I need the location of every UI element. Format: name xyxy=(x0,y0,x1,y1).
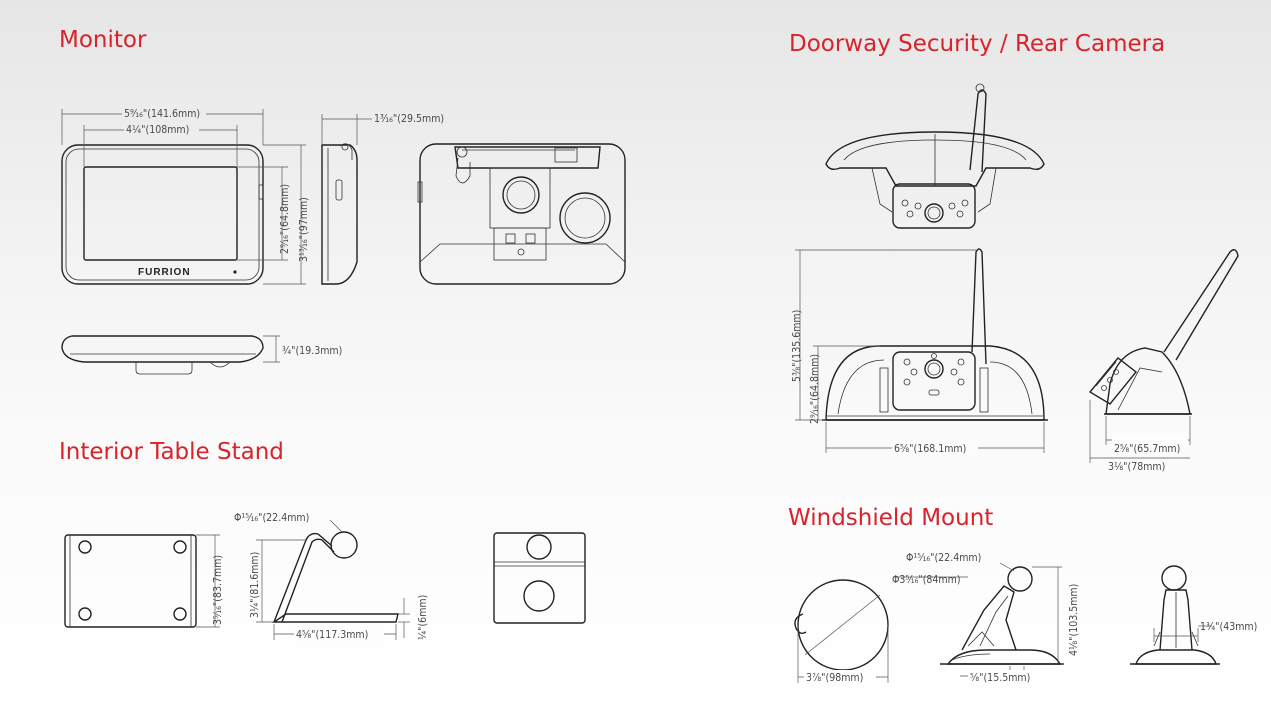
monitor-depth-label: 1³⁄₁₆"(29.5mm) xyxy=(374,113,444,125)
monitor-height-screen-label: 2⁹⁄₁₆"(64.8mm) xyxy=(279,184,291,254)
monitor-side-view xyxy=(321,143,358,285)
stand-height-label: 3¼"(81.6mm) xyxy=(249,552,261,618)
stand-side-view: Φ¹⁵⁄₁₆"(22.4mm) 3¼"(81.6mm) 4⁵⁄₈"(117.3m… xyxy=(234,512,429,641)
section-title-table-stand: Interior Table Stand xyxy=(59,439,284,465)
camera-width-label: 6⅝"(168.1mm) xyxy=(894,443,966,455)
section-title-rear-camera: Doorway Security / Rear Camera xyxy=(789,31,1166,57)
mount-offset-label: ⅝"(15.5mm) xyxy=(970,672,1030,684)
mount-arm-width-label: 1¾"(43mm) xyxy=(1200,621,1257,633)
mount-suction-cup-view: 3⅞"(98mm) xyxy=(794,579,889,684)
section-title-monitor: Monitor xyxy=(59,27,147,53)
camera-front-view xyxy=(822,248,1048,421)
camera-height-total-label: 5³⁄₈"(135.6mm) xyxy=(791,310,803,382)
monitor-height-outer-label: 3¹³⁄₁₆"(97mm) xyxy=(298,197,310,262)
monitor-width-outer-label: 5⁹⁄₁₆"(141.6mm) xyxy=(124,108,200,120)
mount-ball-diameter-label: Φ¹⁵⁄₁₆"(22.4mm) xyxy=(906,552,981,564)
camera-side-base-label: 3⅛"(78mm) xyxy=(1108,461,1165,473)
monitor-depth-dimension: 1³⁄₁₆"(29.5mm) xyxy=(321,113,444,145)
mount-side-view: Φ¹⁵⁄₁₆"(22.4mm) Φ3⁵⁄₁₆"(84mm) 4⅛"(103.5m… xyxy=(892,552,1080,684)
monitor-front-view: FURRION xyxy=(61,144,264,285)
mount-front-view: 1¾"(43mm) xyxy=(1130,565,1257,665)
section-title-windshield-mount: Windshield Mount xyxy=(788,505,994,531)
monitor-bottom-view: ¾"(19.3mm) xyxy=(61,335,342,375)
stand-ball-diameter-label: Φ¹⁵⁄₁₆"(22.4mm) xyxy=(234,512,309,524)
stand-front-view xyxy=(493,532,586,624)
monitor-front-dimensions: 5⁹⁄₁₆"(141.6mm) 4¼"(108mm) 2⁹⁄₁₆"(64.8mm… xyxy=(61,106,310,285)
mount-cup-diameter-label: Φ3⁵⁄₁₆"(84mm) xyxy=(892,574,961,586)
furrion-logo: FURRION xyxy=(138,267,191,278)
mount-width-label: 3⅞"(98mm) xyxy=(806,672,863,684)
camera-side-view xyxy=(1088,249,1239,415)
stand-plate-thickness-label: ¼"(6mm) xyxy=(417,595,429,640)
camera-side-depth-label: 2⁵⁄₈"(65.7mm) xyxy=(1114,443,1180,455)
monitor-back-view xyxy=(417,143,626,285)
camera-front-dimensions: 5³⁄₈"(135.6mm) 2⁹⁄₁₆"(64.8mm) 6⅝"(168.1m… xyxy=(791,249,1045,455)
stand-top-view: 3⁵⁄₁₆"(83.7mm) xyxy=(64,534,224,628)
stand-length-label: 4⁵⁄₈"(117.3mm) xyxy=(296,629,368,641)
stand-base-height-label: 3⁵⁄₁₆"(83.7mm) xyxy=(212,555,224,625)
camera-side-dimensions: 2⁵⁄₈"(65.7mm) 3⅛"(78mm) xyxy=(1089,400,1191,473)
camera-height-body-label: 2⁹⁄₁₆"(64.8mm) xyxy=(809,354,821,424)
monitor-width-screen-label: 4¼"(108mm) xyxy=(126,124,189,136)
camera-top-view xyxy=(825,83,1045,229)
mount-height-label: 4⅛"(103.5mm) xyxy=(1068,584,1080,656)
monitor-thickness-label: ¾"(19.3mm) xyxy=(282,345,342,357)
